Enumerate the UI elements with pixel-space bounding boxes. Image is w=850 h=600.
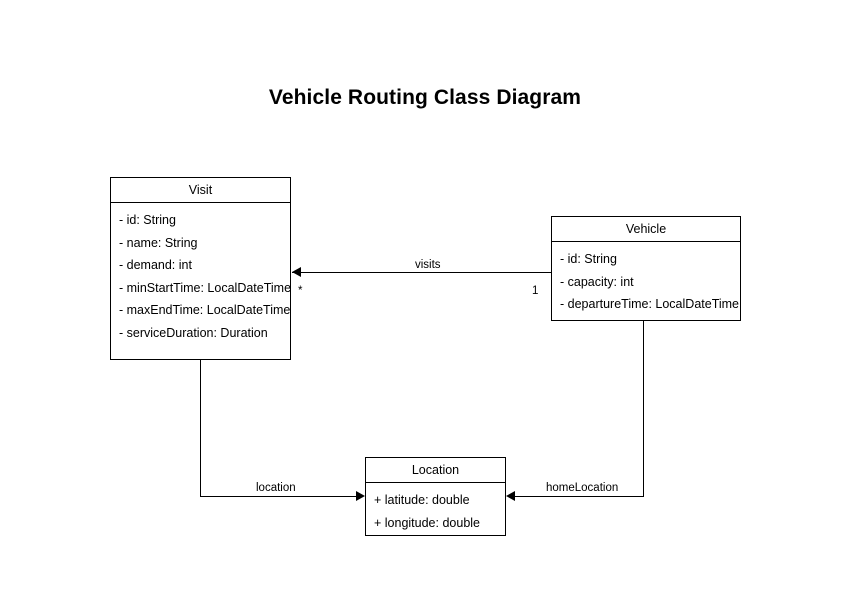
class-attribute: - capacity: int xyxy=(560,274,634,289)
edge-homelocation-vertical xyxy=(643,321,644,496)
class-name-location: Location xyxy=(366,458,505,483)
class-box-vehicle[interactable]: Vehicle - id: String - capacity: int - d… xyxy=(551,216,741,321)
class-attribute: + longitude: double xyxy=(374,515,480,530)
class-box-location[interactable]: Location + latitude: double + longitude:… xyxy=(365,457,506,536)
class-name-visit: Visit xyxy=(111,178,290,203)
edge-homelocation-arrowhead xyxy=(506,491,515,501)
class-box-visit[interactable]: Visit - id: String - name: String - dema… xyxy=(110,177,291,360)
class-attributes-visit: - id: String - name: String - demand: in… xyxy=(111,203,292,350)
class-name-vehicle: Vehicle xyxy=(552,217,740,242)
edge-homelocation-horizontal xyxy=(515,496,644,497)
class-attribute: - minStartTime: LocalDateTime xyxy=(119,280,292,295)
class-attribute: - serviceDuration: Duration xyxy=(119,325,268,340)
edge-multiplicity-visit-side: * xyxy=(298,285,303,297)
class-attribute: + latitude: double xyxy=(374,493,470,507)
class-attribute: - maxEndTime: LocalDateTime xyxy=(119,303,291,317)
class-attribute: - departureTime: LocalDateTime xyxy=(560,297,740,311)
edge-location-arrowhead xyxy=(356,491,365,501)
class-attributes-location: + latitude: double + longitude: double xyxy=(366,483,505,540)
page-title: Vehicle Routing Class Diagram xyxy=(268,86,582,109)
edge-location-vertical xyxy=(200,360,201,496)
edge-visits-arrowhead xyxy=(292,267,301,277)
edge-label-location: location xyxy=(253,482,299,495)
class-attribute: - name: String xyxy=(119,235,198,250)
edge-label-visits: visits xyxy=(412,259,444,272)
edge-location-horizontal xyxy=(200,496,356,497)
edge-multiplicity-vehicle-side: 1 xyxy=(532,285,539,297)
class-attribute: - demand: int xyxy=(119,258,192,272)
edge-visits-line xyxy=(292,272,551,273)
class-attributes-vehicle: - id: String - capacity: int - departure… xyxy=(552,242,740,322)
edge-label-homelocation: homeLocation xyxy=(543,482,622,495)
class-attribute: - id: String xyxy=(560,252,617,266)
class-attribute: - id: String xyxy=(119,213,176,227)
